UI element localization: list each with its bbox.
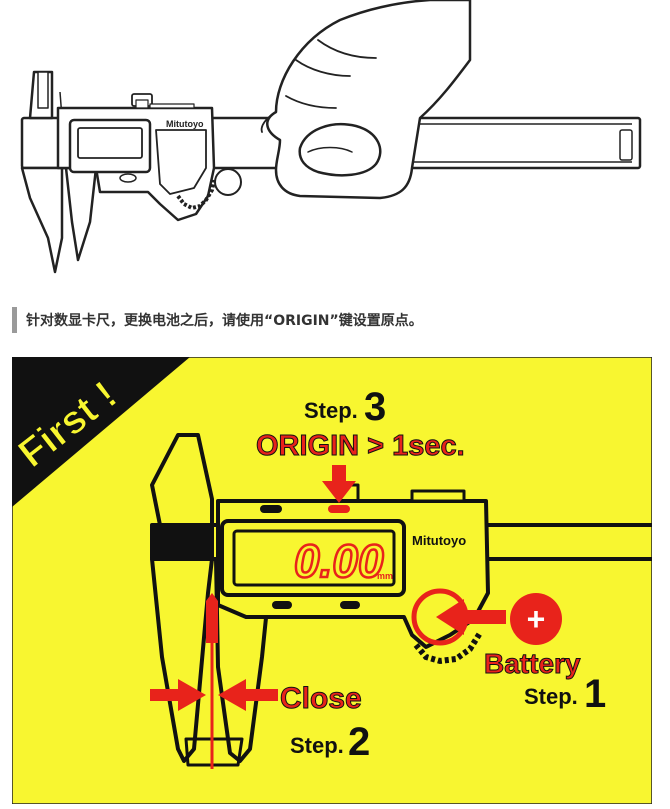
step1-label: Step. (524, 684, 578, 709)
step2-label: Step. (290, 733, 344, 758)
caliper-slider-head: Mitutoyo (56, 93, 216, 222)
display-value: 0.00 (294, 535, 384, 587)
step3-number: 3 (364, 385, 386, 429)
step3-label: Step. (304, 398, 358, 423)
caption-bar: 针对数显卡尺，更换电池之后，请使用“ORIGIN”键设置原点。 (12, 307, 666, 333)
panel-brand-label: Mitutoyo (412, 533, 466, 548)
step2-text: Close (280, 682, 362, 715)
step3-down-arrow (322, 465, 356, 503)
first-banner (12, 357, 190, 507)
battery-plus-symbol: + (527, 601, 546, 637)
thumb-roller (176, 168, 242, 211)
caption-text: 针对数显卡尺，更换电池之后，请使用“ORIGIN”键设置原点。 (26, 313, 423, 329)
step2-close-arrows (150, 593, 278, 769)
instruction-panel: First ! 0.00 mm Mitutoyo (12, 357, 652, 804)
head-button-left-top (260, 505, 282, 513)
step1-number: 1 (584, 672, 606, 716)
battery-plus-icon (510, 593, 562, 645)
head-button-left-bottom (272, 601, 292, 609)
hand-illustration (260, 0, 472, 200)
display-unit: mm (377, 571, 393, 581)
step3-text: ORIGIN > 1sec. (256, 430, 465, 462)
step1-text: Battery (484, 648, 581, 679)
step1-battery-arrow (436, 599, 506, 635)
origin-button (328, 505, 350, 513)
top-brand-label: Mitutoyo (166, 119, 204, 129)
step2-number: 2 (348, 720, 370, 764)
panel-display: 0.00 mm (220, 505, 406, 609)
caliper-jaws (20, 70, 98, 274)
caliper-hand-illustration: Mitutoyo (0, 0, 670, 292)
head-button-right-bottom (340, 601, 360, 609)
